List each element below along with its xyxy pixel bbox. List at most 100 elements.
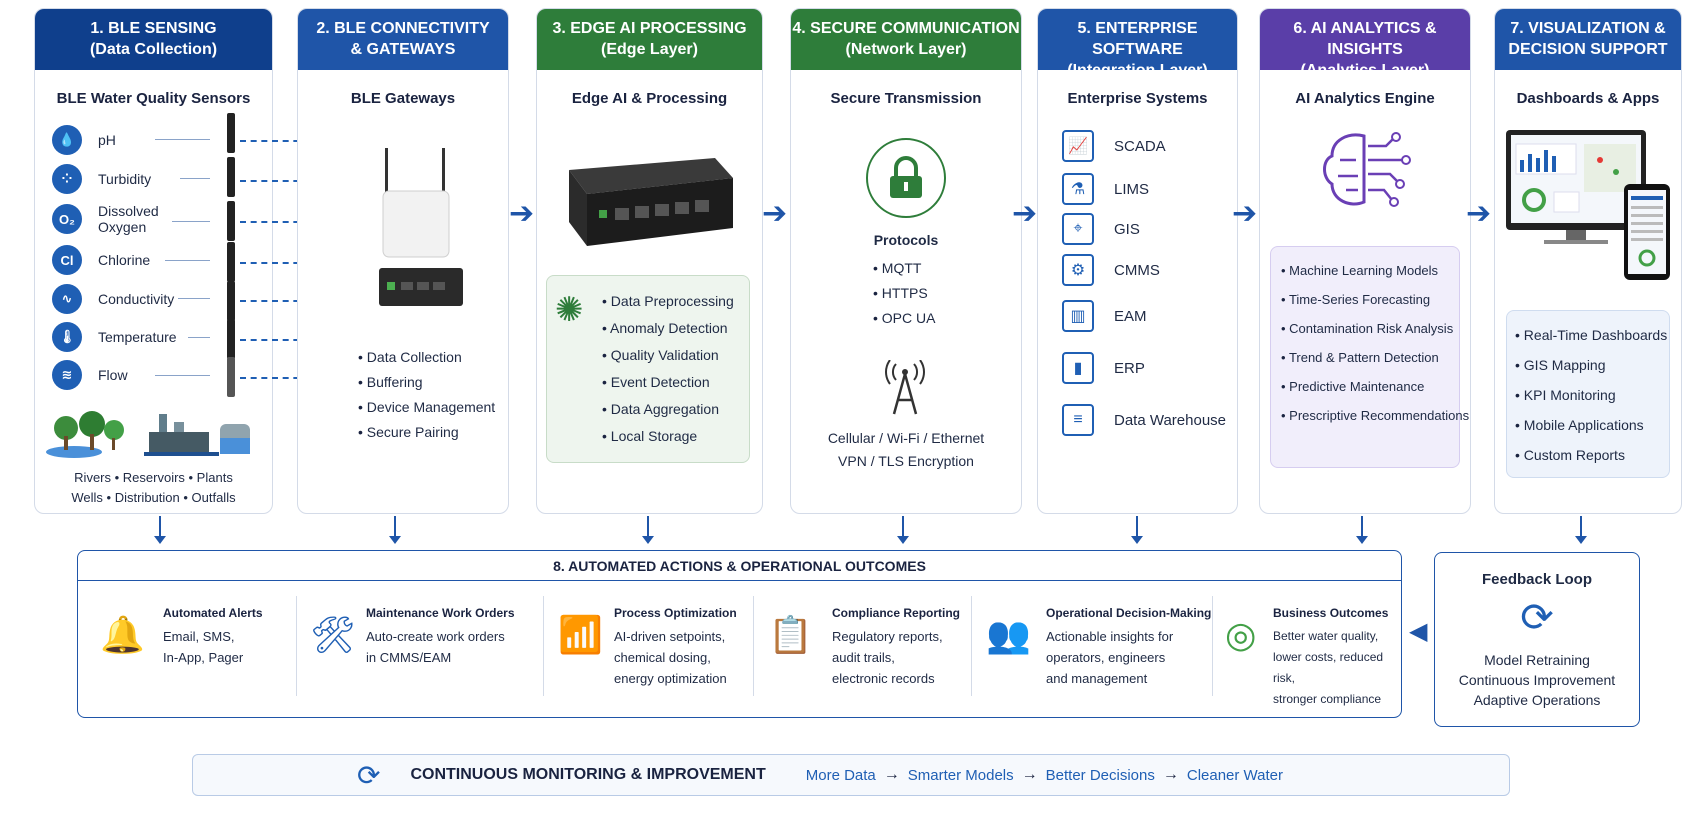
enterprise-label: ERP <box>1114 359 1145 377</box>
building-icon: ▥ <box>1062 300 1094 332</box>
edge-task: Anomaly Detection <box>602 315 734 342</box>
connector-line <box>165 260 210 261</box>
ble-link <box>240 140 310 142</box>
waves-icon: ≋ <box>52 360 82 390</box>
network-line: VPN / TLS Encryption <box>838 453 974 469</box>
action-line: in CMMS/EAM <box>366 650 452 665</box>
gateway-task: Data Collection <box>358 345 495 370</box>
footer-flow-step: Better Decisions <box>1045 766 1155 784</box>
sensor-label: Chlorine <box>98 252 151 268</box>
enterprise-label: GIS <box>1114 220 1140 238</box>
divider <box>753 596 754 696</box>
team-icon: 👥 <box>986 614 1031 655</box>
divider <box>1212 596 1213 696</box>
column-title: 6. AI ANALYTICS & INSIGHTS <box>1293 20 1437 58</box>
column-title: 7. VISUALIZATION & <box>1510 20 1666 37</box>
locations-text: Rivers • Reservoirs • Plants Wells • Dis… <box>34 468 273 508</box>
analytics-list: Machine Learning Models Time-Series Fore… <box>1281 256 1469 430</box>
map-pin-icon: ⌖ <box>1062 213 1094 245</box>
enterprise-data-warehouse: ≡Data Warehouse <box>1062 404 1226 436</box>
flow-arrow-down-icon <box>642 516 654 544</box>
gateway-device-image <box>379 148 463 306</box>
divider <box>543 596 544 696</box>
protocol-item: OPC UA <box>873 306 936 331</box>
flow-arrow-right-icon: ➔ <box>509 197 535 230</box>
action-line: energy optimization <box>614 671 727 686</box>
action-maintenance-work-orders: Maintenance Work Orders Auto-create work… <box>366 606 515 668</box>
action-operational-decision-making: Operational Decision-Making Actionable i… <box>1046 606 1211 689</box>
footer-flow-step: Cleaner Water <box>1186 766 1284 784</box>
flow-arrow-right-icon: ➔ <box>1012 197 1038 230</box>
enterprise-eam: ▥ EAM <box>1062 300 1147 332</box>
sensor-turbidity: ⁘ Turbidity <box>52 164 188 194</box>
action-business-outcomes: Business Outcomes Better water quality,l… <box>1273 606 1401 710</box>
feedback-arrow-left-icon: ◀ <box>1409 618 1428 645</box>
enterprise-scada: 📈SCADA <box>1062 130 1166 162</box>
edge-task-list: Data Preprocessing Anomaly Detection Qua… <box>602 288 734 450</box>
enterprise-erp: ▮ERP <box>1062 352 1145 384</box>
sensor-label: Flow <box>98 367 128 383</box>
ble-link <box>240 262 310 264</box>
action-line: stronger compliance <box>1273 692 1382 706</box>
action-title: Maintenance Work Orders <box>366 606 515 620</box>
sensor-temperature: 🌡Temperature <box>52 322 188 352</box>
edge-task: Quality Validation <box>602 342 734 369</box>
connector-line <box>180 178 210 179</box>
waveform-icon: ∿ <box>52 284 82 314</box>
dashboard-item: Custom Reports <box>1515 440 1667 470</box>
connector-line <box>188 337 210 338</box>
gear-icon: ⚙ <box>1062 254 1094 286</box>
dashboard-item: Real-Time Dashboards <box>1515 320 1667 350</box>
footer-flow-step: Smarter Models <box>907 766 1014 784</box>
sensor-probe <box>227 113 235 153</box>
column-title: 2. BLE CONNECTIVITY <box>316 20 490 37</box>
enterprise-cmms: ⚙CMMS <box>1062 254 1160 286</box>
connector-line <box>155 375 210 376</box>
gateway-task: Device Management <box>358 395 495 420</box>
column-header: 6. AI ANALYTICS & INSIGHTS (Analytics La… <box>1260 9 1470 79</box>
cell-tower-icon <box>885 360 925 415</box>
connector-line <box>172 221 210 222</box>
target-icon: ◎ <box>1225 614 1257 655</box>
sensor-probe <box>227 281 235 321</box>
action-line: Auto-create work orders <box>366 629 505 644</box>
dashboard-item: Mobile Applications <box>1515 410 1667 440</box>
analytics-item: Trend & Pattern Detection <box>1281 343 1469 372</box>
action-line: AI-driven setpoints, <box>614 629 726 644</box>
enterprise-gis: ⌖ GIS <box>1062 213 1140 245</box>
gateway-task: Buffering <box>358 370 495 395</box>
action-line: operators, engineers <box>1046 650 1166 665</box>
footer-title: CONTINUOUS MONITORING & IMPROVEMENT <box>410 766 766 783</box>
sensor-flow: ≋ Flow <box>52 360 188 390</box>
ai-brain-icon <box>1323 132 1411 207</box>
sensor-label: Turbidity <box>98 171 152 187</box>
arrow-right-icon: → <box>883 766 900 783</box>
column-heading: Enterprise Systems <box>1067 90 1208 107</box>
monitor-chart-icon: 📈 <box>1062 130 1094 162</box>
database-icon: ≡ <box>1062 404 1094 436</box>
arrow-right-icon: → <box>1021 766 1038 783</box>
column-title: 5. ENTERPRISE SOFTWARE <box>1077 20 1198 58</box>
protocol-list: MQTT HTTPS OPC UA <box>873 256 936 331</box>
analytics-item: Machine Learning Models <box>1281 256 1469 285</box>
flow-arrow-down-icon <box>1575 516 1587 544</box>
action-title: Automated Alerts <box>163 606 263 620</box>
action-text: Actionable insights for operators, engine… <box>1046 626 1211 689</box>
action-line: Actionable insights for <box>1046 629 1174 644</box>
sensor-label: Dissolved Oxygen <box>98 203 159 235</box>
dashboard-devices-image <box>1506 130 1670 280</box>
column-heading: BLE Water Quality Sensors <box>56 90 251 107</box>
brain-circuit-icon: ✺ <box>555 291 584 329</box>
dashboards-list: Real-Time Dashboards GIS Mapping KPI Mon… <box>1515 320 1667 470</box>
action-line: Email, SMS, <box>163 629 235 644</box>
sensor-conductivity: ∿Conductivity <box>52 284 188 314</box>
protocol-item: MQTT <box>873 256 935 281</box>
enterprise-label: EAM <box>1114 307 1147 325</box>
particles-icon: ⁘ <box>52 164 82 194</box>
column-heading: Dashboards & Apps <box>1516 90 1660 107</box>
column-subtitle: (Data Collection) <box>89 41 218 58</box>
protocols-title: Protocols <box>873 232 939 248</box>
action-line: Better water quality, <box>1273 629 1379 643</box>
